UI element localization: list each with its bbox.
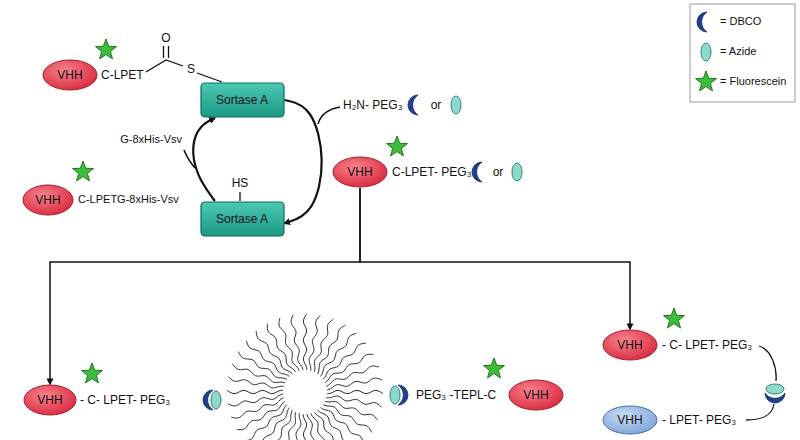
ellipse-fill [24, 385, 76, 415]
dbco-symbol [697, 12, 707, 32]
node-text: Sortase A [216, 93, 268, 107]
dbco-symbol [408, 95, 418, 115]
peg-linker [746, 346, 776, 420]
lipid-tail [311, 413, 331, 440]
azide-symbol [701, 43, 711, 61]
vhh-nanobody: VHH [332, 156, 388, 188]
vhh-nanobody: VHH [602, 329, 658, 361]
chain-label: S [187, 62, 195, 76]
node-text: VHH [617, 338, 642, 352]
chain-label: PEG₃ -TEPL-C [416, 388, 496, 402]
chain-label: O [161, 31, 170, 45]
lipid-tail [327, 378, 382, 390]
click-linkage [203, 390, 221, 410]
azide-symbol [512, 163, 522, 181]
sortase-box: Sortase A [200, 82, 285, 118]
chain-label: - C- LPET- PEG₃ [80, 393, 170, 407]
lipid-tail [254, 408, 290, 440]
fluorescein-star [696, 71, 717, 91]
vhh-nanobody: VHH [42, 59, 98, 91]
click-linkage [765, 384, 785, 403]
branch-arrow [360, 188, 630, 329]
vhh-nanobody: VHH [602, 405, 658, 435]
chain-label: G-8xHis-Vsv [120, 133, 182, 146]
vhh-nanobody: VHH [23, 384, 77, 416]
legend-text: = Fluorescein [720, 75, 786, 88]
ellipse-fill [603, 406, 657, 434]
lipid-tail [244, 405, 287, 440]
chain-label: or [431, 98, 442, 112]
node-text: VHH [57, 68, 82, 82]
sortase-box: Sortase A [200, 201, 285, 237]
thioester-bond [146, 46, 222, 82]
chain-label: HS [232, 176, 249, 190]
lipid-tail [238, 352, 287, 380]
lipid-tail [228, 394, 283, 406]
node-text: VHH [523, 388, 548, 402]
lipid-tail [318, 410, 354, 440]
node-text: VHH [35, 193, 60, 207]
vhh-nanobody: VHH [22, 184, 74, 216]
box-fill [201, 83, 284, 117]
micelle [227, 314, 383, 440]
box-fill [201, 202, 284, 236]
lipid-tail [291, 315, 303, 370]
lipid-tail [323, 343, 366, 379]
chain-label: C-LPET- PEG₃ [392, 165, 472, 179]
thiol-bond [239, 192, 240, 201]
branch-arrow [50, 188, 360, 384]
click-linkage [390, 385, 408, 405]
fluorescein-stars [73, 39, 685, 383]
ellipse-fill [603, 330, 657, 360]
node-text: VHH [37, 393, 62, 407]
lipid-tail [303, 314, 307, 370]
legend-text: = DBCO [720, 15, 761, 28]
lipid-tail [318, 325, 346, 374]
cycle-arrow [285, 100, 322, 223]
legend-text: = Azide [720, 45, 756, 58]
chain-label: or [493, 165, 504, 179]
lipid-tail [325, 354, 373, 382]
lipid-tail [327, 390, 383, 394]
chain-label: - LPET- PEG₃ [662, 413, 736, 427]
chain-label: C-LPETG-8xHis-Vsv [78, 193, 179, 206]
ellipse-fill [333, 157, 387, 187]
chain-label: - C- LPET- PEG₃ [662, 338, 752, 352]
cycle-arrow [193, 118, 215, 201]
lipid-tail [307, 414, 319, 440]
legend-frame [690, 4, 795, 102]
lipid-tail [256, 331, 292, 374]
lipid-tail [314, 412, 342, 440]
node-text: VHH [617, 413, 642, 427]
ellipse-fill [23, 185, 73, 215]
ellipse-fill [509, 380, 563, 410]
lipid-tail [267, 324, 295, 372]
lipid-tail [237, 401, 285, 429]
ellipse-fill [43, 60, 97, 90]
dbco-symbol [472, 162, 482, 182]
vhh-nanobody: VHH [508, 379, 564, 411]
lipid-tail [321, 408, 364, 440]
node-text: Sortase A [216, 212, 268, 226]
lipid-tail [227, 390, 283, 394]
azide-symbol [451, 96, 461, 114]
chain-label: C-LPET [101, 68, 144, 82]
lipid-tail [303, 414, 307, 440]
lipid-tail [323, 405, 372, 433]
node-text: VHH [347, 165, 372, 179]
chain-label: H₂N- PEG₃ [343, 98, 403, 112]
